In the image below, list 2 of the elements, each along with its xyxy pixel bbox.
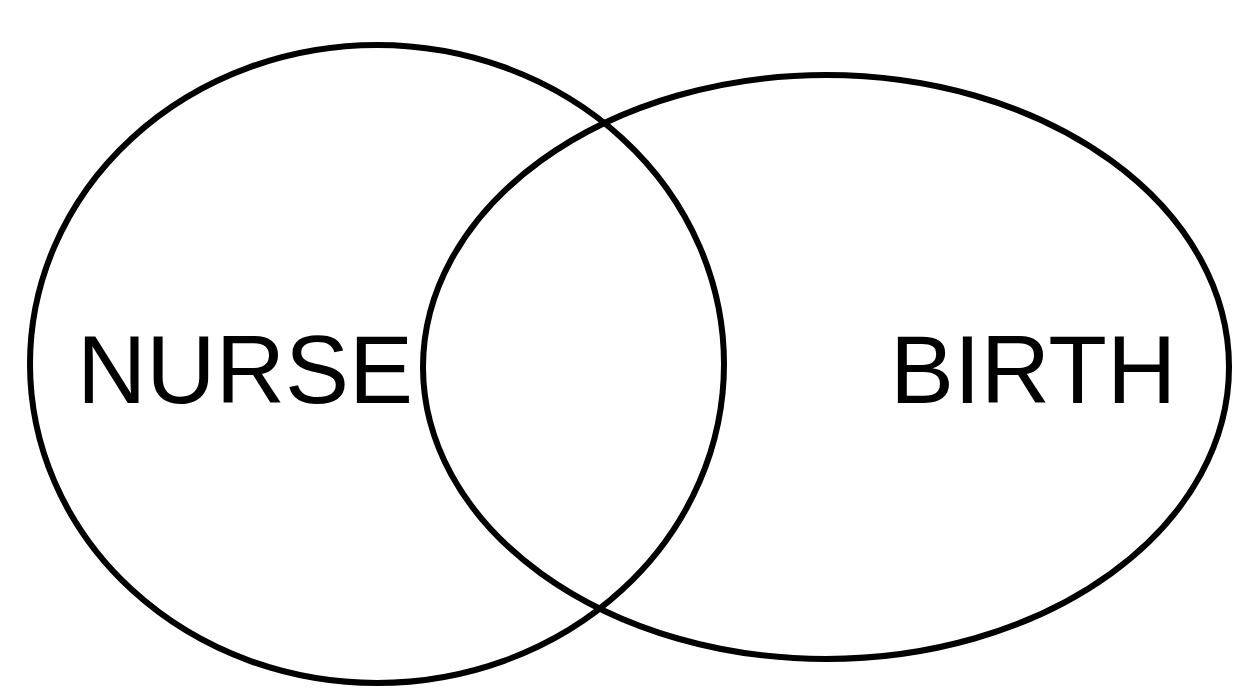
ellipse-label: NURSE <box>77 322 414 418</box>
ellipse-label: BIRTH <box>890 322 1177 418</box>
